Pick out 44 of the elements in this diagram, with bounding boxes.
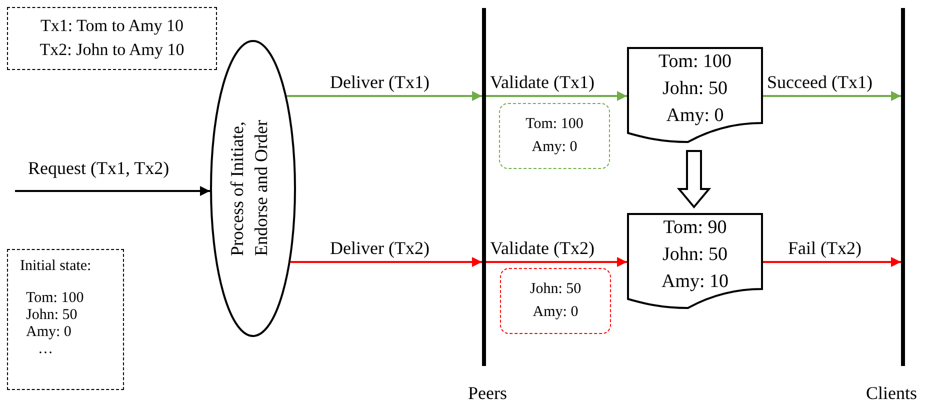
arrow	[763, 91, 901, 101]
lifeline-label: Clients	[866, 383, 918, 403]
state-text: Tom: 100	[25, 290, 85, 307]
edge-label: Request (Tx1, Tx2)	[28, 158, 170, 178]
ledger-document	[627, 213, 763, 311]
transaction-note	[7, 7, 217, 70]
state-text: John: 50	[662, 243, 728, 267]
lifeline-label: Peers	[468, 383, 507, 403]
state-text: John: 50	[662, 77, 728, 101]
state-note	[7, 249, 124, 390]
arrow	[15, 186, 210, 196]
state-text: Tom: 100	[657, 50, 733, 74]
state-text: Amy: 10	[660, 270, 730, 294]
state-text: Tom: 100	[526, 115, 584, 134]
arrow	[290, 257, 482, 267]
arrow	[486, 257, 627, 267]
edge-label: Succeed (Tx1)	[767, 72, 872, 92]
state-text: John: 50	[530, 280, 582, 299]
edge-label: Deliver (Tx1)	[330, 72, 430, 92]
edge-label: Validate (Tx2)	[490, 238, 594, 258]
edge-label: Fail (Tx2)	[788, 238, 862, 258]
transaction-text: Tx2: John to Amy 10	[38, 39, 186, 61]
block-arrow	[676, 150, 712, 209]
state-text: Initial state:	[20, 258, 92, 275]
state-text: Amy: 0	[532, 138, 578, 157]
ledger-document	[627, 47, 763, 145]
arrow	[486, 91, 627, 101]
lifeline-bar	[901, 8, 905, 366]
process-label: Process of Initiate, Endorse and Order	[226, 119, 272, 258]
process-ellipse	[210, 40, 296, 337]
state-text: Amy: 0	[665, 104, 725, 128]
lifeline-bar	[482, 8, 486, 366]
state-note	[500, 268, 611, 334]
edge-label: Validate (Tx1)	[490, 72, 594, 92]
state-text: Amy: 0	[25, 324, 72, 341]
state-text: John: 50	[25, 307, 78, 324]
arrow	[286, 91, 482, 101]
transaction-text: Tx1: Tom to Amy 10	[39, 15, 184, 37]
state-text: …	[37, 341, 54, 358]
edge-label: Deliver (Tx2)	[330, 238, 430, 258]
state-text: Amy: 0	[532, 303, 578, 322]
state-note	[499, 103, 610, 169]
arrow	[763, 257, 901, 267]
state-text: Tom: 90	[662, 216, 728, 240]
